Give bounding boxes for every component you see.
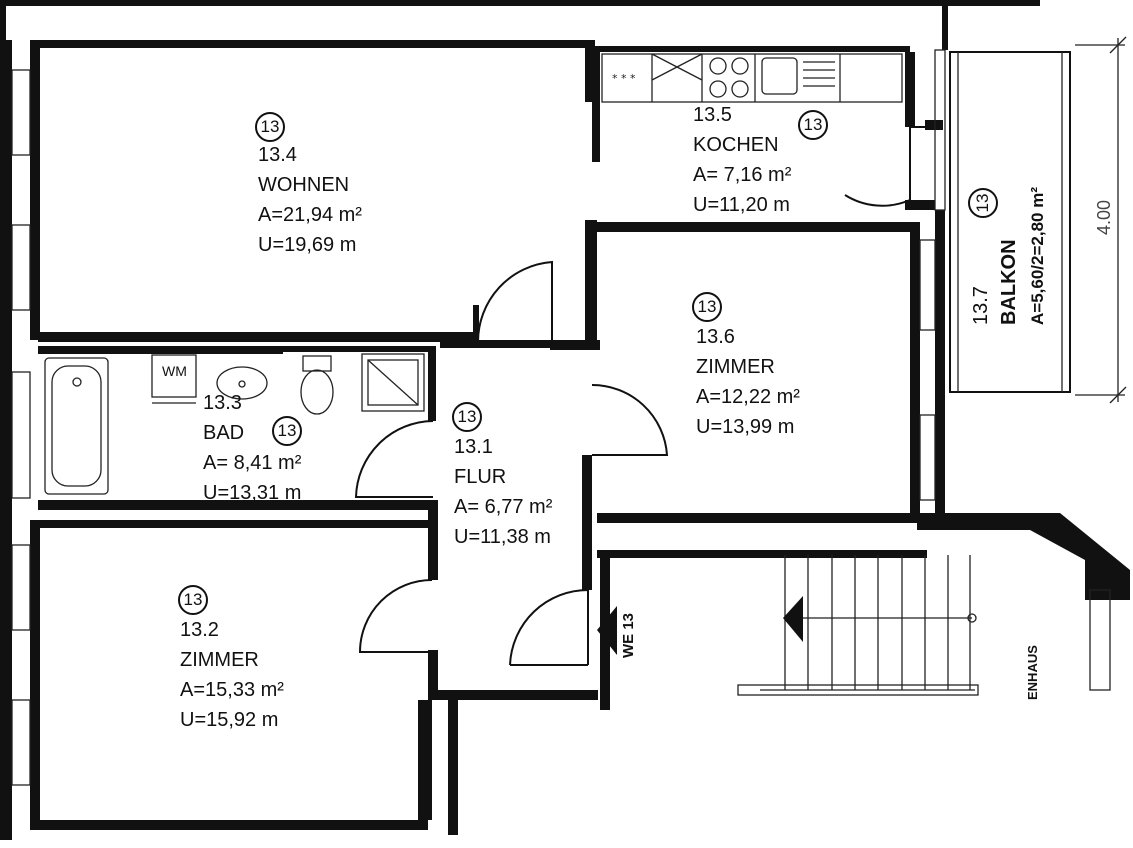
washer-label: WM (162, 363, 187, 379)
room-label-flur: 13.1 FLUR A= 6,77 m² U=11,38 m (454, 432, 552, 552)
room-label-bad: 13.3 BAD A= 8,41 m² U=13,31 m (203, 388, 301, 508)
svg-text:* * *: * * * (612, 72, 636, 85)
zimmer-6-unit-badge: 13 (692, 292, 722, 322)
room-perimeter: U=13,31 m (203, 482, 302, 504)
bad-walls (38, 346, 438, 510)
stairwell-label: ENHAUS (1025, 645, 1040, 700)
room-number: 13.6 (696, 326, 735, 348)
room-number: 13.5 (693, 104, 732, 126)
room-number: 13.4 (258, 144, 297, 166)
room-number: 13.3 (203, 392, 242, 414)
zimmer-2-walls (38, 520, 458, 835)
room-perimeter: U=11,38 m (454, 526, 551, 548)
flur-unit-badge: 13 (452, 402, 482, 432)
unit-entrance-label: WE 13 (620, 612, 637, 658)
room-perimeter: U=19,69 m (258, 234, 357, 256)
room-name: FLUR (454, 466, 507, 488)
room-number: 13.2 (180, 619, 219, 641)
flur-walls (358, 220, 669, 700)
room-label-wohnen: 13.4 WOHNEN A=21,94 m² U=19,69 m (258, 140, 362, 260)
room-name: KOCHEN (693, 134, 779, 156)
wohnen-unit-badge: 13 (255, 112, 285, 142)
balkon-number: 13.7 (970, 286, 992, 325)
room-label-zimmer-6: 13.6 ZIMMER A=12,22 m² U=13,99 m (696, 322, 800, 442)
room-label-zimmer-2: 13.2 ZIMMER A=15,33 m² U=15,92 m (180, 615, 284, 735)
room-perimeter: U=15,92 m (180, 709, 279, 731)
room-perimeter: U=11,20 m (693, 194, 790, 216)
room-number: 13.1 (454, 436, 493, 458)
stairwell (597, 513, 1130, 710)
balkon-outline (949, 36, 1127, 404)
room-perimeter: U=13,99 m (696, 416, 795, 438)
wohnen-walls (38, 40, 595, 345)
balkon-dimension: 4.00 (1094, 199, 1114, 235)
room-name: WOHNEN (258, 174, 350, 196)
bad-unit-badge: 13 (272, 416, 302, 446)
room-name: ZIMMER (180, 649, 259, 671)
left-exterior-wall (0, 40, 40, 840)
zimmer-6-walls (597, 49, 946, 523)
kochen-unit-badge: 13 (798, 110, 828, 140)
room-area: A=21,94 m² (258, 204, 362, 226)
room-name: BAD (203, 422, 245, 444)
room-name: ZIMMER (696, 356, 775, 378)
room-area: A= 7,16 m² (693, 164, 792, 186)
kochen-walls: * * * (592, 0, 948, 210)
top-wall-strip (0, 0, 1040, 40)
room-label-kochen: 13.5 KOCHEN A= 7,16 m² U=11,20 m (693, 100, 791, 220)
room-area: A=15,33 m² (180, 679, 284, 701)
room-area: A= 8,41 m² (203, 452, 302, 474)
room-area: A=12,22 m² (696, 386, 800, 408)
balkon-unit-badge: 13 (968, 188, 998, 218)
zimmer-2-unit-badge: 13 (178, 585, 208, 615)
balkon-area: A=5,60/2=2,80 m² (1028, 187, 1047, 325)
room-area: A= 6,77 m² (454, 496, 553, 518)
balkon-name: BALKON (998, 239, 1020, 325)
